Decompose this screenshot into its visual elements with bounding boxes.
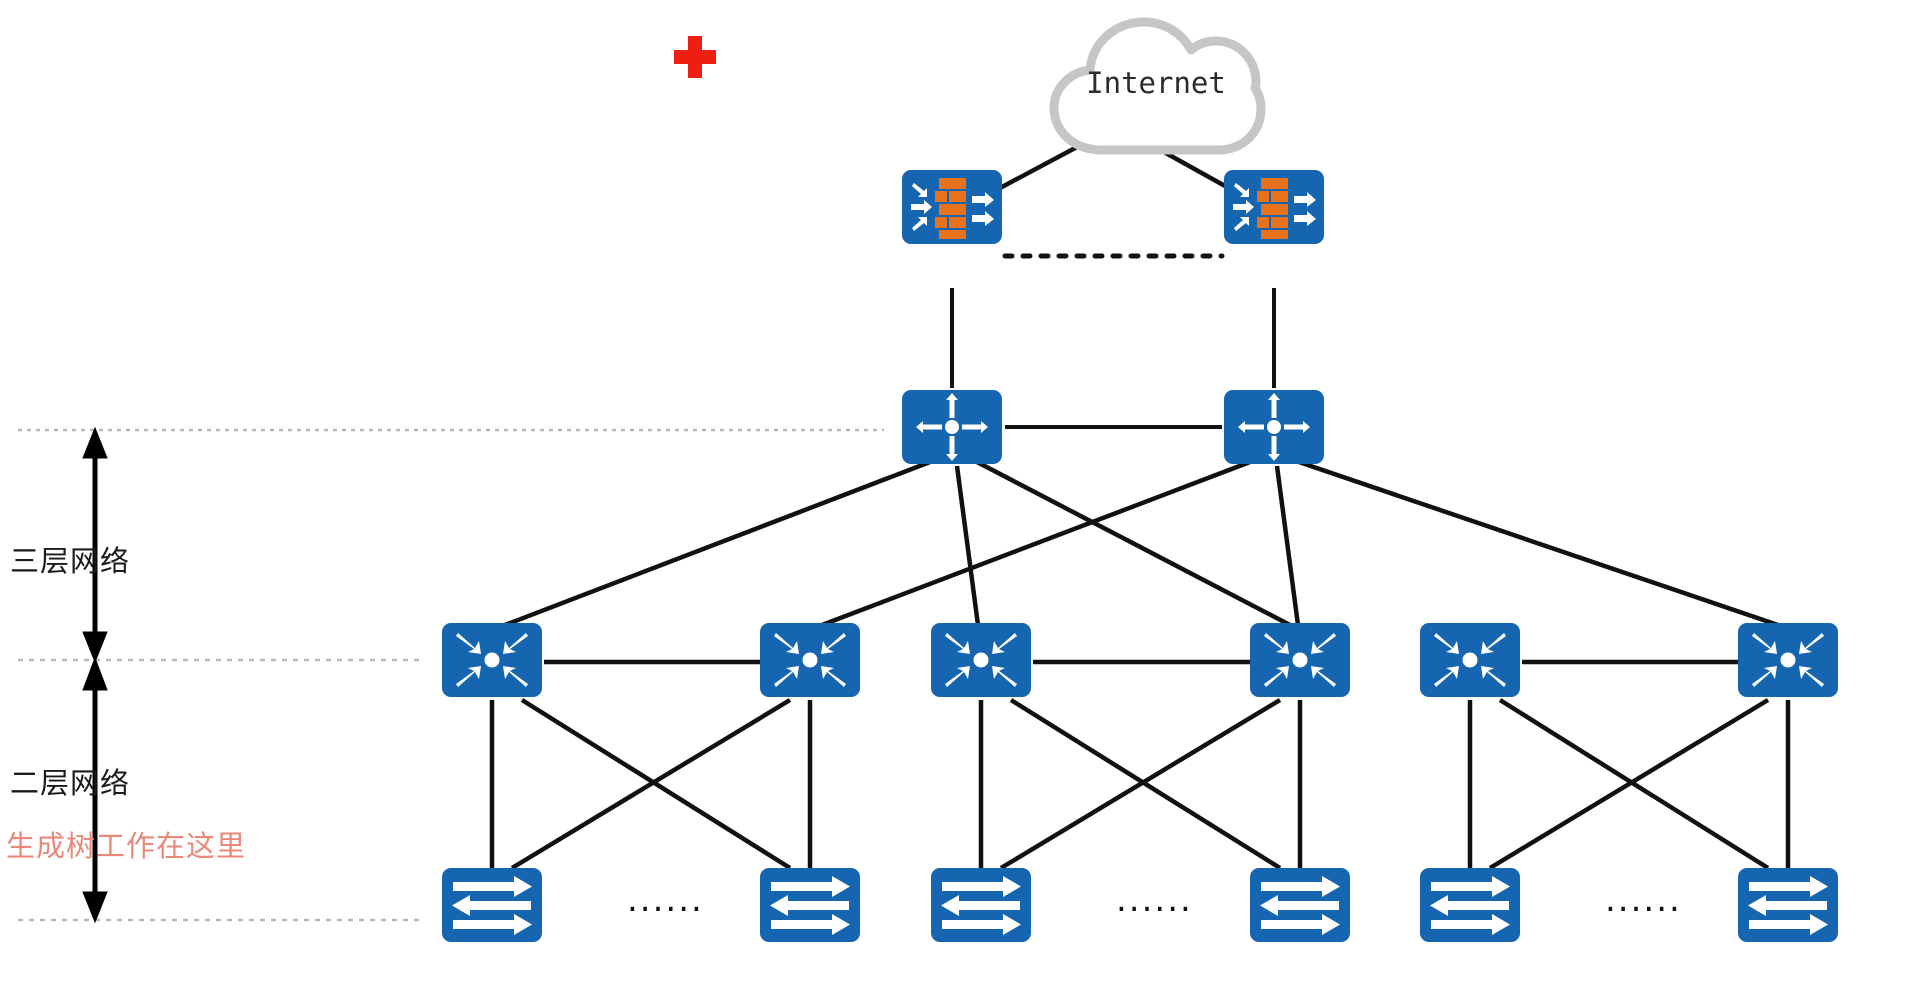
- link-agg1-acc2: [520, 698, 792, 870]
- access-switch-arrows-icon: [770, 876, 850, 935]
- aggregation-arrows-icon: [1434, 633, 1506, 687]
- agg-switch-2[interactable]: [760, 623, 860, 697]
- link-coreL-agg1: [504, 459, 931, 628]
- link-agg2-acc1: [510, 698, 792, 870]
- layer3-span-arrow: [82, 426, 108, 664]
- router-arrows-icon: [1238, 393, 1310, 461]
- link-agg4-acc3: [999, 698, 1282, 870]
- firewall-brick-icon: [935, 178, 966, 239]
- aggregation-access-links: [489, 698, 1791, 870]
- firewall-brick-icon: [1257, 178, 1288, 239]
- agg-switch-5[interactable]: [1420, 623, 1520, 697]
- firewall-arrows-icon: [1233, 183, 1316, 231]
- firewall-right[interactable]: [1224, 170, 1324, 244]
- aggregation-arrows-icon: [1752, 633, 1824, 687]
- layer2-span-arrow: [82, 656, 108, 924]
- access-switch-5[interactable]: [1420, 868, 1520, 942]
- core-router-right[interactable]: [1224, 390, 1324, 464]
- access-switch-6[interactable]: [1738, 868, 1838, 942]
- link-agg6-acc5: [1488, 698, 1770, 870]
- agg-switch-3[interactable]: [931, 623, 1031, 697]
- red-cross-marker: [674, 36, 716, 78]
- aggregation-arrows-icon: [1264, 633, 1336, 687]
- agg-switch-4[interactable]: [1250, 623, 1350, 697]
- core-aggregation-links: [504, 459, 1779, 628]
- ellipsis-group-2: ......: [1116, 880, 1193, 920]
- internet-cloud: Internet: [1046, 10, 1266, 158]
- access-switch-2[interactable]: [760, 868, 860, 942]
- access-switch-4[interactable]: [1250, 868, 1350, 942]
- ellipsis-group-1: ......: [627, 880, 704, 920]
- layer2-network-label: 二层网络: [10, 766, 131, 800]
- agg-switch-6[interactable]: [1738, 623, 1838, 697]
- aggregation-arrows-icon: [774, 633, 846, 687]
- access-switch-arrows-icon: [1748, 876, 1828, 935]
- cloud-label: Internet: [1086, 66, 1226, 100]
- link-coreR-agg2: [821, 459, 1251, 628]
- link-agg3-acc4: [1009, 698, 1282, 870]
- access-switch-arrows-icon: [941, 876, 1021, 935]
- aggregation-arrows-icon: [945, 633, 1017, 687]
- cloud-icon: [1049, 17, 1266, 155]
- spanning-tree-note: 生成树工作在这里: [6, 829, 247, 863]
- access-switch-arrows-icon: [452, 876, 532, 935]
- ellipsis-group-3: ......: [1605, 880, 1682, 920]
- link-coreR-agg6: [1298, 459, 1779, 628]
- core-router-left[interactable]: [902, 390, 1002, 464]
- access-switch-arrows-icon: [1260, 876, 1340, 935]
- firewall-core-links: [950, 288, 1276, 388]
- agg-switch-1[interactable]: [442, 623, 542, 697]
- link-coreR-agg4: [1274, 465, 1301, 626]
- access-switch-arrows-icon: [1430, 876, 1510, 935]
- link-coreL-agg3: [954, 465, 981, 626]
- router-arrows-icon: [916, 393, 988, 461]
- link-agg5-acc6: [1498, 698, 1770, 870]
- link-coreL-agg4: [975, 460, 1292, 627]
- firewall-arrows-icon: [911, 183, 994, 231]
- access-switch-3[interactable]: [931, 868, 1031, 942]
- access-switch-1[interactable]: [442, 868, 542, 942]
- layer3-network-label: 三层网络: [10, 544, 131, 578]
- aggregation-arrows-icon: [456, 633, 528, 687]
- firewall-left[interactable]: [902, 170, 1002, 244]
